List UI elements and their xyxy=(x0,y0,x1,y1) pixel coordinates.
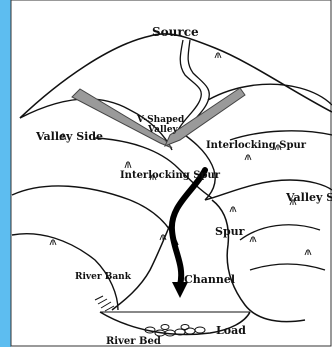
label-spur: Spur xyxy=(215,225,245,238)
grass-tufts xyxy=(50,52,311,255)
label-valley: Valley xyxy=(147,125,179,135)
label-source: Source xyxy=(152,25,199,39)
hill-left-lower xyxy=(12,186,178,245)
label-v-shaped: V-Shaped xyxy=(136,115,185,125)
label-interlocking-spur-center: Interlocking Spur xyxy=(120,170,221,181)
label-valley-side-left: Valley Side xyxy=(35,130,103,143)
spur-line-3 xyxy=(230,131,332,140)
label-river-bed: River Bed xyxy=(106,336,161,347)
channel-right-bank xyxy=(212,200,305,322)
channel-left-bank xyxy=(112,205,178,310)
hill-right-bottom xyxy=(250,264,325,270)
label-interlocking-spur-right: Interlocking Spur xyxy=(206,140,307,151)
label-channel: Channel xyxy=(184,273,235,286)
river-bank-hatching xyxy=(95,296,114,311)
label-valley-side-right: Valley Side xyxy=(285,191,332,204)
label-load: Load xyxy=(216,324,246,337)
flow-arrow-shaft xyxy=(172,170,205,285)
label-river-bank: River Bank xyxy=(75,272,132,282)
ridge-back xyxy=(20,34,332,118)
